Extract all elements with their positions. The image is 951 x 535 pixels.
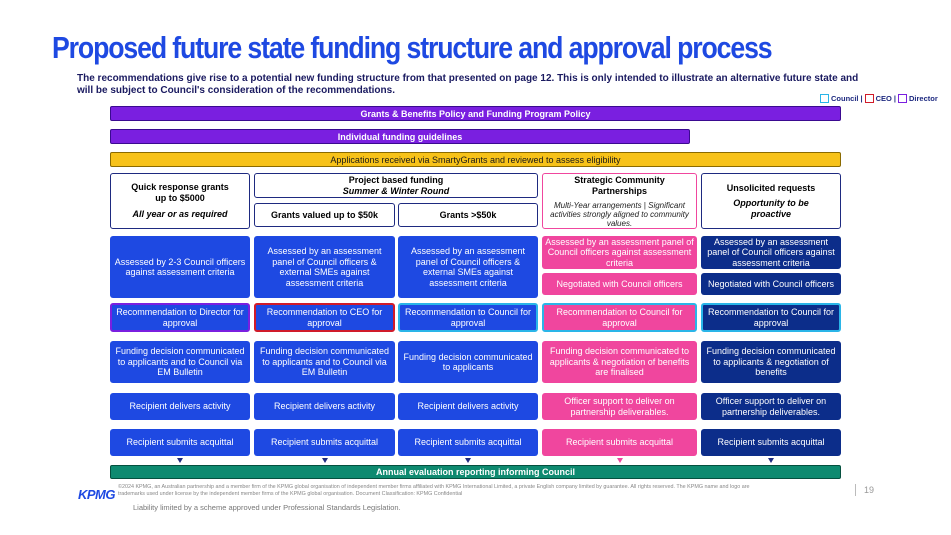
strategic-partnerships-header: Strategic Community Partnerships Multi-Y… xyxy=(542,173,697,229)
c1-decision: Funding decision communicated to applica… xyxy=(110,341,250,383)
c4-decision: Funding decision communicated to applica… xyxy=(542,341,697,383)
arrow-down-icon xyxy=(322,458,328,463)
c5-decision: Funding decision communicated to applica… xyxy=(701,341,841,383)
arrow-down-icon xyxy=(617,458,623,463)
c1-acquit: Recipient submits acquittal xyxy=(110,429,250,456)
quick-response-header: Quick response grants up to $5000 All ye… xyxy=(110,173,250,229)
quick-response-title: Quick response grants up to $5000 xyxy=(131,182,229,203)
c4-acquit: Recipient submits acquittal xyxy=(542,429,697,456)
arrow-down-icon xyxy=(768,458,774,463)
strategic-sub: Multi-Year arrangements | Significant ac… xyxy=(550,201,689,228)
kpmg-logo: KPMG xyxy=(78,487,116,502)
c1-assess: Assessed by 2-3 Council officers against… xyxy=(110,236,250,298)
page-subtitle: The recommendations give rise to a poten… xyxy=(77,73,859,96)
c5-deliver: Officer support to deliver on partnershi… xyxy=(701,393,841,420)
c3-recommendation: Recommendation to Council for approval xyxy=(398,303,538,332)
c3-assess: Assessed by an assessment panel of Counc… xyxy=(398,236,538,298)
legend-director: Director xyxy=(908,94,938,103)
c2-recommendation: Recommendation to CEO for approval xyxy=(254,303,395,332)
c4-assess: Assessed by an assessment panel of Counc… xyxy=(542,236,697,269)
guidelines-band: Individual funding guidelines xyxy=(110,129,690,144)
c5-recommendation: Recommendation to Council for approval xyxy=(701,303,841,332)
legend-council: Council xyxy=(831,94,859,103)
strategic-title: Strategic Community Partnerships xyxy=(574,175,665,196)
unsolicited-title: Unsolicited requests xyxy=(726,182,816,193)
arrow-down-icon xyxy=(177,458,183,463)
c3-acquit: Recipient submits acquittal xyxy=(398,429,538,456)
project-based-sub: Summer & Winter Round xyxy=(342,185,450,196)
c3-decision: Funding decision communicated to applica… xyxy=(398,341,538,383)
grants-over-50k-header: Grants >$50k xyxy=(398,203,538,227)
evaluation-band: Annual evaluation reporting informing Co… xyxy=(110,465,841,479)
page-number: 19 xyxy=(855,484,874,496)
legend-ceo: CEO xyxy=(875,94,892,103)
c1-recommendation: Recommendation to Director for approval xyxy=(110,303,250,332)
c2-deliver: Recipient delivers activity xyxy=(254,393,395,420)
grants-up-to-50k-header: Grants valued up to $50k xyxy=(254,203,395,227)
page-title: Proposed future state funding structure … xyxy=(52,30,773,65)
c4-recommendation: Recommendation to Council for approval xyxy=(542,303,697,332)
quick-response-sub: All year or as required xyxy=(132,209,228,219)
project-based-header: Project based funding Summer & Winter Ro… xyxy=(254,173,538,198)
policy-band: Grants & Benefits Policy and Funding Pro… xyxy=(110,106,841,121)
ceo-legend-swatch xyxy=(864,94,874,103)
c1-deliver: Recipient delivers activity xyxy=(110,393,250,420)
c5-assess: Assessed by an assessment panel of Counc… xyxy=(701,236,841,269)
c4-deliver: Officer support to deliver on partnershi… xyxy=(542,393,697,420)
c3-deliver: Recipient delivers activity xyxy=(398,393,538,420)
approval-legend: Council | CEO | Director xyxy=(820,94,938,103)
c5-acquit: Recipient submits acquittal xyxy=(701,429,841,456)
director-legend-swatch xyxy=(897,94,907,103)
council-legend-swatch xyxy=(820,94,829,103)
unsolicited-sub: Opportunity to be proactive xyxy=(733,197,809,219)
project-based-title: Project based funding xyxy=(348,174,444,185)
legal-text: ©2024 KPMG, an Australian partnership an… xyxy=(118,484,750,497)
c2-decision: Funding decision communicated to applica… xyxy=(254,341,395,383)
c4-negotiate: Negotiated with Council officers xyxy=(542,273,697,295)
unsolicited-header: Unsolicited requests Opportunity to be p… xyxy=(701,173,841,229)
c2-assess: Assessed by an assessment panel of Counc… xyxy=(254,236,395,298)
c5-negotiate: Negotiated with Council officers xyxy=(701,273,841,295)
arrow-down-icon xyxy=(465,458,471,463)
liability-text: Liability limited by a scheme approved u… xyxy=(133,503,401,512)
applications-band: Applications received via SmartyGrants a… xyxy=(110,152,841,167)
c2-acquit: Recipient submits acquittal xyxy=(254,429,395,456)
